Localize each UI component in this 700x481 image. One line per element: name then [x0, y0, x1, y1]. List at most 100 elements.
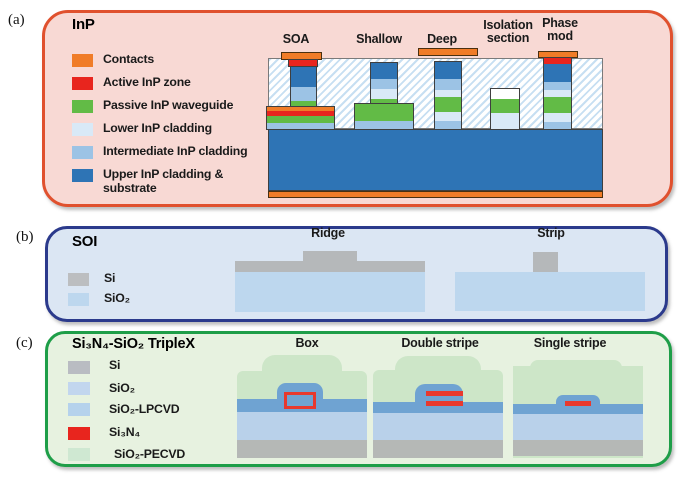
legend-label-sio2-c: SiO₂	[109, 381, 135, 395]
soa-pedestal-contact-layer	[267, 107, 334, 111]
box-si-substrate	[237, 440, 367, 458]
shallow-ridge-tower	[370, 62, 398, 104]
phase-mod-lower-cladding-bottom-layer	[544, 113, 571, 122]
single-stripe-sio2-layer	[513, 414, 643, 440]
legend-label-sio2-b: SiO₂	[104, 291, 130, 305]
structure-label-soa: SOA	[282, 32, 310, 46]
shallow-lower-cladding-layer	[371, 89, 397, 99]
box-pecvd-dome	[262, 355, 342, 385]
isolation-top-layer	[491, 89, 519, 99]
phase-mod-base-cladding-layer	[544, 122, 571, 129]
structure-label-shallow: Shallow	[356, 32, 402, 46]
isolation-section-tower	[490, 88, 520, 130]
double-stripe-si3n4-upper	[426, 391, 463, 396]
ridge-si-slab	[235, 261, 425, 272]
soa-pedestal-waveguide-layer	[267, 115, 334, 123]
legend-swatch-passive-waveguide	[72, 100, 93, 113]
structure-label-deep: Deep	[427, 32, 457, 46]
legend-swatch-sio2-pecvd	[68, 448, 90, 461]
phase-mod-intermediate-cladding-layer	[544, 82, 571, 90]
soa-ridge-tower	[290, 66, 317, 107]
legend-label-sio2-pecvd: SiO₂-PECVD	[114, 447, 186, 461]
single-stripe-lpcvd-band	[513, 404, 643, 414]
structure-label-double-stripe: Double stripe	[401, 336, 479, 350]
panel-a-title: InP	[72, 16, 95, 33]
legend-label-si-c: Si	[109, 358, 121, 372]
ridge-sio2-slab	[235, 272, 425, 312]
isolation-waveguide-layer	[491, 99, 519, 113]
soa-pedestal-cladding-layer	[267, 122, 334, 129]
structure-label-ridge: Ridge	[311, 226, 345, 240]
double-stripe-si3n4-lower	[426, 401, 463, 406]
deep-lower-cladding-layer	[435, 90, 461, 97]
legend-swatch-intermediate-cladding	[72, 146, 93, 159]
box-si3n4-core	[284, 392, 316, 409]
panel-a-label: (a)	[8, 12, 25, 28]
panel-c-title: Si₃N₄-SiO₂ TripleX	[72, 336, 195, 352]
legend-swatch-sio2-c	[68, 382, 90, 395]
structure-label-strip: Strip	[537, 226, 565, 240]
double-stripe-si-substrate	[373, 440, 503, 458]
inp-bottom-contact	[268, 191, 603, 198]
double-stripe-pecvd-dome	[395, 356, 481, 386]
soa-active-red-layer	[289, 60, 317, 66]
ridge-si-rib	[303, 251, 357, 262]
structure-label-box: Box	[295, 336, 319, 350]
deep-intermediate-cladding-layer	[435, 79, 461, 90]
legend-swatch-active-inp	[72, 77, 93, 90]
deep-lower-cladding-bottom-layer	[435, 112, 461, 121]
soa-pedestal	[266, 106, 335, 130]
legend-label-passive-waveguide: Passive InP waveguide	[103, 98, 234, 112]
deep-waveguide-layer	[435, 97, 461, 112]
deep-top-contact	[418, 48, 478, 56]
isolation-lower-cladding-layer	[491, 113, 519, 129]
structure-label-isolation-section: Isolation section	[483, 18, 533, 45]
legend-label-si-b: Si	[104, 271, 116, 285]
shallow-pedestal-cladding-layer	[355, 121, 413, 129]
panel-c-label: (c)	[16, 335, 33, 351]
double-stripe-sio2-layer	[373, 413, 503, 440]
legend-label-active-inp: Active InP zone	[103, 75, 191, 89]
phase-mod-ridge-tower	[543, 57, 572, 130]
single-stripe-si3n4-core	[565, 401, 591, 406]
deep-base-cladding-layer	[435, 121, 461, 129]
phase-mod-lower-cladding-layer	[544, 90, 571, 97]
shallow-pedestal-waveguide-layer	[355, 104, 413, 121]
panel-b-title: SOI	[72, 233, 98, 250]
legend-swatch-sio2-b	[68, 293, 89, 306]
legend-swatch-si-c	[68, 361, 90, 374]
legend-swatch-si-b	[68, 273, 89, 286]
legend-swatch-contacts	[72, 54, 93, 67]
legend-swatch-si3n4	[68, 427, 90, 440]
single-stripe-si-substrate	[513, 440, 643, 456]
double-stripe-lpcvd-band	[373, 402, 503, 413]
phase-mod-upper-cladding-layer	[544, 64, 571, 82]
structure-label-phase-mod: Phase mod	[542, 16, 578, 43]
phase-mod-active-layer	[544, 58, 571, 64]
legend-label-contacts: Contacts	[103, 52, 155, 66]
shallow-waveguide-top-layer	[371, 99, 397, 103]
deep-upper-cladding-layer	[435, 62, 461, 79]
panel-b-label: (b)	[16, 229, 34, 245]
shallow-intermediate-cladding-layer	[371, 79, 397, 89]
phase-mod-waveguide-layer	[544, 97, 571, 113]
legend-swatch-sio2-lpcvd	[68, 403, 90, 416]
legend-label-intermediate-cladding: Intermediate InP cladding	[103, 144, 248, 158]
box-sio2-layer	[237, 412, 367, 440]
legend-label-sio2-lpcvd: SiO₂-LPCVD	[109, 402, 180, 416]
single-stripe-pecvd-dome	[530, 360, 622, 380]
soa-intermediate-cladding-layer	[291, 87, 316, 101]
structure-label-single-stripe: Single stripe	[533, 336, 607, 350]
legend-label-upper-cladding: Upper InP cladding & substrate	[103, 167, 224, 195]
shallow-pedestal	[354, 103, 414, 130]
strip-sio2-slab	[455, 272, 645, 311]
soa-upper-cladding-layer	[291, 67, 316, 87]
legend-label-si3n4: Si₃N₄	[109, 425, 141, 439]
soa-pedestal-active-layer	[267, 110, 334, 116]
deep-ridge-tower	[434, 61, 462, 130]
shallow-upper-cladding-layer	[371, 63, 397, 79]
legend-label-lower-cladding: Lower InP cladding	[103, 121, 212, 135]
legend-swatch-lower-cladding	[72, 123, 93, 136]
legend-swatch-upper-cladding	[72, 169, 93, 182]
